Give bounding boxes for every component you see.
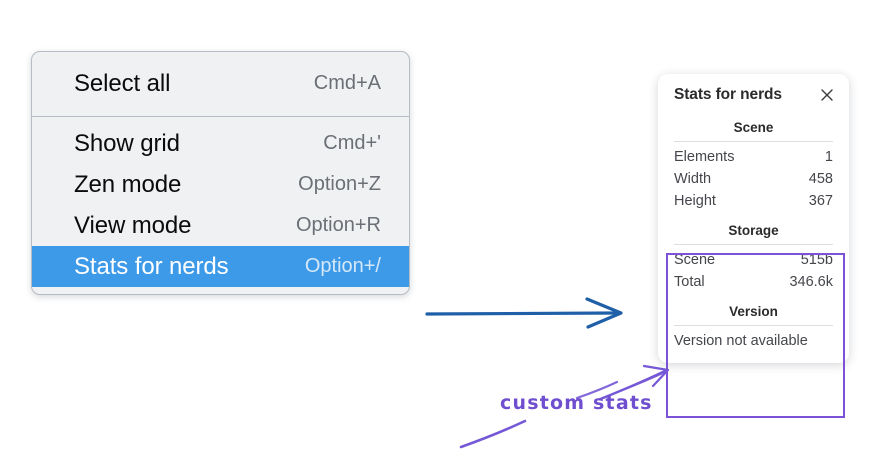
stat-key: Width <box>674 171 712 187</box>
divider <box>674 244 833 245</box>
context-menu[interactable]: Select all Cmd+A Show grid Cmd+' Zen mod… <box>31 51 410 295</box>
menu-item-zen-mode[interactable]: Zen mode Option+Z <box>32 164 409 205</box>
menu-group-1: Select all Cmd+A <box>32 52 409 117</box>
stats-for-nerds-panel: Stats for nerds Scene Elements 1 Width 4… <box>658 74 849 363</box>
panel-title: Stats for nerds <box>674 86 782 103</box>
stat-key: Total <box>674 274 705 290</box>
menu-item-shortcut: Cmd+A <box>313 72 381 94</box>
menu-item-label: View mode <box>74 211 192 239</box>
stat-value: 458 <box>808 171 833 187</box>
stat-row: Total 346.6k <box>674 271 833 293</box>
menu-item-label: Select all <box>74 69 171 97</box>
panel-header: Stats for nerds <box>658 86 849 104</box>
stat-key: Scene <box>674 252 716 268</box>
section-scene: Scene Elements 1 Width 458 Height 367 <box>658 118 849 212</box>
menu-item-show-grid[interactable]: Show grid Cmd+' <box>32 123 409 164</box>
menu-item-shortcut: Cmd+' <box>323 132 381 154</box>
stat-value: 367 <box>808 193 833 209</box>
stat-row: Width 458 <box>674 168 833 190</box>
menu-group-2: Show grid Cmd+' Zen mode Option+Z View m… <box>32 117 409 294</box>
purple-underline-stroke <box>459 419 527 449</box>
menu-item-shortcut: Option+Z <box>298 173 381 195</box>
divider <box>674 141 833 142</box>
blue-arrow <box>425 297 623 329</box>
stat-value: 515b <box>800 252 833 268</box>
version-status-text: Version not available <box>674 333 808 349</box>
section-heading: Storage <box>728 223 779 238</box>
menu-item-shortcut: Option+/ <box>304 255 381 277</box>
section-heading: Scene <box>733 120 774 135</box>
menu-item-label: Show grid <box>74 129 180 157</box>
menu-item-select-all[interactable]: Select all Cmd+A <box>32 63 409 104</box>
section-heading: Version <box>729 304 778 319</box>
divider <box>674 325 833 326</box>
menu-item-shortcut: Option+R <box>295 214 381 236</box>
menu-item-stats-for-nerds[interactable]: Stats for nerds Option+/ <box>32 246 409 287</box>
stat-row: Scene 515b <box>674 249 833 271</box>
menu-item-label: Zen mode <box>74 170 182 198</box>
menu-item-view-mode[interactable]: View mode Option+R <box>32 205 409 246</box>
annotation-label-custom-stats: custom stats <box>500 392 653 414</box>
stat-value: 346.6k <box>789 274 833 290</box>
close-icon[interactable] <box>819 87 835 103</box>
stat-row: Height 367 <box>674 190 833 212</box>
stat-key: Height <box>674 193 716 209</box>
stat-key: Elements <box>674 149 735 165</box>
section-version: Version Version not available <box>658 302 849 352</box>
menu-item-label: Stats for nerds <box>74 252 229 280</box>
section-storage: Storage Scene 515b Total 346.6k <box>658 221 849 293</box>
stat-value: 1 <box>824 149 833 165</box>
stat-row: Elements 1 <box>674 146 833 168</box>
